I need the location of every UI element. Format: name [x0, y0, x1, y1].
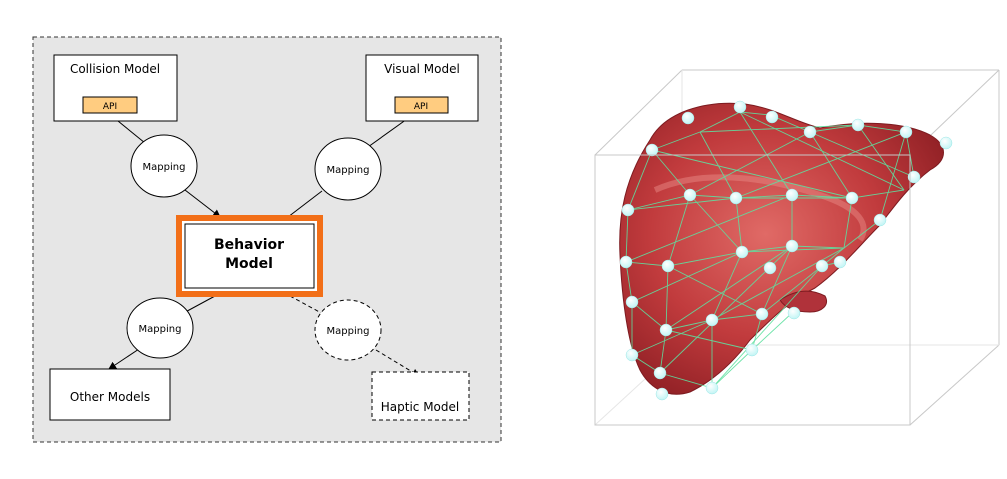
- collision-api-label: API: [103, 102, 117, 112]
- liver-ridge: [653, 174, 867, 242]
- mapping-visual-label: Mapping: [327, 165, 370, 176]
- mapping-collision: Mapping: [130, 134, 198, 198]
- mapping-collision-label: Mapping: [143, 162, 186, 173]
- mapping-other: Mapping: [126, 297, 194, 359]
- liver-mesh-render: [594, 69, 1000, 426]
- mapping-other-label: Mapping: [139, 324, 182, 335]
- collision-model-box: Collision Model API: [53, 54, 178, 122]
- behavior-model-label-line2: Model: [225, 256, 273, 272]
- other-models-label: Other Models: [70, 390, 150, 404]
- behavior-model-box: Behavior Model: [176, 215, 323, 297]
- mapping-visual: Mapping: [314, 137, 382, 201]
- connector-mapping-to-behavior: [184, 189, 221, 218]
- bounding-box-front: [594, 154, 911, 426]
- visual-api-box: API: [394, 96, 449, 114]
- connector-collision-to-mapping: [117, 120, 146, 144]
- visual-api-label: API: [414, 102, 428, 112]
- connector-behavior-to-mapping: [287, 190, 323, 218]
- architecture-diagram: Collision Model API Visual Model API Map…: [32, 36, 502, 443]
- visual-model-label: Visual Model: [384, 62, 460, 76]
- connector-mapping-to-other: [108, 346, 143, 370]
- mapping-haptic: Mapping: [314, 299, 382, 361]
- collision-model-label: Collision Model: [70, 62, 160, 76]
- mapping-haptic-label: Mapping: [327, 326, 370, 337]
- mesh-nodes: [619, 100, 953, 401]
- collision-api-box: API: [82, 96, 138, 114]
- haptic-model-label: Haptic Model: [381, 400, 459, 414]
- other-models-box: Other Models: [49, 368, 171, 421]
- connector-mapping-to-haptic: [375, 349, 420, 377]
- behavior-model-label-line1: Behavior: [214, 237, 284, 253]
- haptic-model-box: Haptic Model: [371, 371, 470, 421]
- visual-model-box: Visual Model API: [365, 54, 479, 122]
